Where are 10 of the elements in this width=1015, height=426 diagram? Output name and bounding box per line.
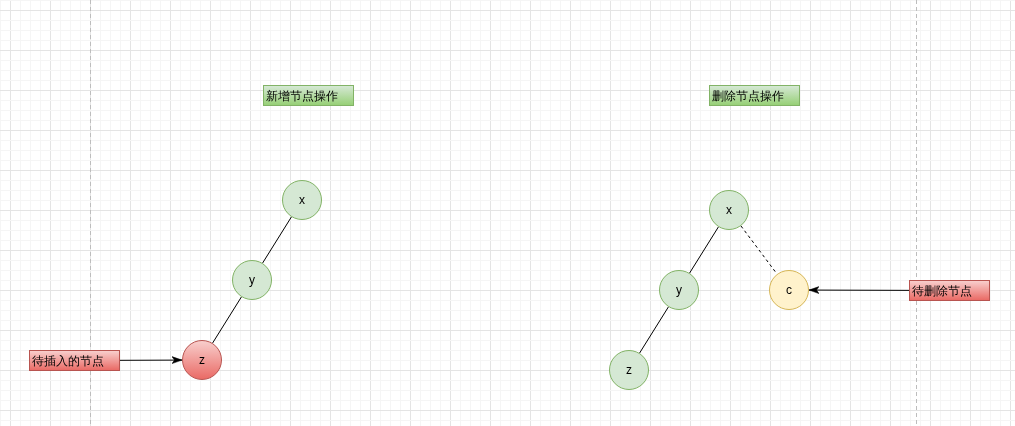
title-box: 新增节点操作 bbox=[263, 85, 354, 106]
connector-line bbox=[639, 306, 669, 354]
title-box: 删除节点操作 bbox=[709, 85, 800, 106]
connector-line bbox=[262, 216, 292, 264]
arrow bbox=[808, 286, 910, 294]
connector-line bbox=[212, 296, 242, 344]
callout-box: 待删除节点 bbox=[909, 280, 990, 301]
dashed-line bbox=[740, 225, 778, 275]
connector-line bbox=[689, 226, 719, 274]
callout-box: 待插入的节点 bbox=[29, 350, 120, 371]
